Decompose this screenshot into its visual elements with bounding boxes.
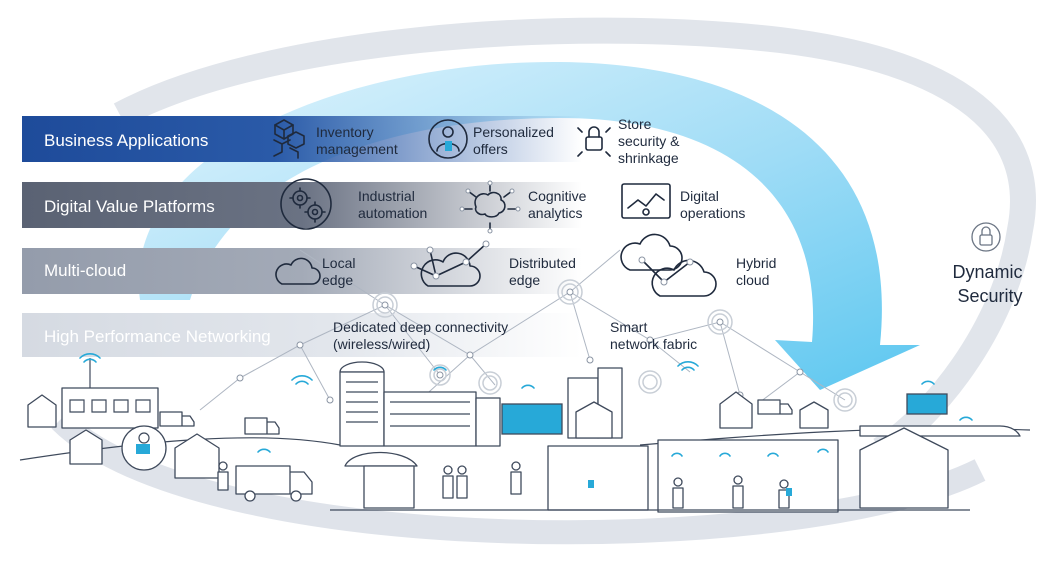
- layer-label-multicloud: Multi-cloud: [44, 261, 126, 280]
- layer-label-business: Business Applications: [44, 131, 208, 150]
- analytics-label: Cognitive analytics: [528, 188, 590, 221]
- gears-icon: [280, 178, 332, 230]
- layer-bar-multicloud: [22, 248, 582, 294]
- lock-icon: [971, 222, 1001, 252]
- wifi-signals: [79, 353, 973, 457]
- network-fabric-label: Smart network fabric: [610, 319, 697, 352]
- padlock-icon: [577, 126, 611, 157]
- layer-label-digital: Digital Value Platforms: [44, 197, 215, 216]
- local-edge-label: Local edge: [322, 255, 359, 288]
- network-mesh: [199, 249, 857, 412]
- layer-label-networking: High Performance Networking: [44, 327, 271, 346]
- hybrid-cloud-label: Hybrid cloud: [736, 255, 780, 288]
- city-illustration: [19, 358, 1031, 513]
- distributed-edge-label: Distributed edge: [509, 255, 580, 288]
- double-cloud-icon: [620, 233, 717, 297]
- operations-label: Digital operations: [680, 188, 745, 221]
- security-label: Store security & shrinkage: [618, 116, 683, 166]
- layer-bar-business: [22, 116, 582, 162]
- person-badge-icon: [428, 119, 468, 159]
- inventory-label: Inventory management: [316, 124, 398, 157]
- brain-network-icon: [459, 180, 521, 234]
- monitor-chart-icon: [621, 183, 671, 219]
- automation-label: Industrial automation: [358, 188, 427, 221]
- dynamic-security-label: Dynamic Security: [952, 262, 1027, 306]
- offers-label: Personalized offers: [473, 124, 558, 157]
- cloud-network-icon: [410, 240, 490, 287]
- boxes-icon: [273, 119, 305, 159]
- cloud-icon: [275, 257, 321, 285]
- dedicated-connectivity-label: Dedicated deep connectivity (wireless/wi…: [333, 319, 512, 352]
